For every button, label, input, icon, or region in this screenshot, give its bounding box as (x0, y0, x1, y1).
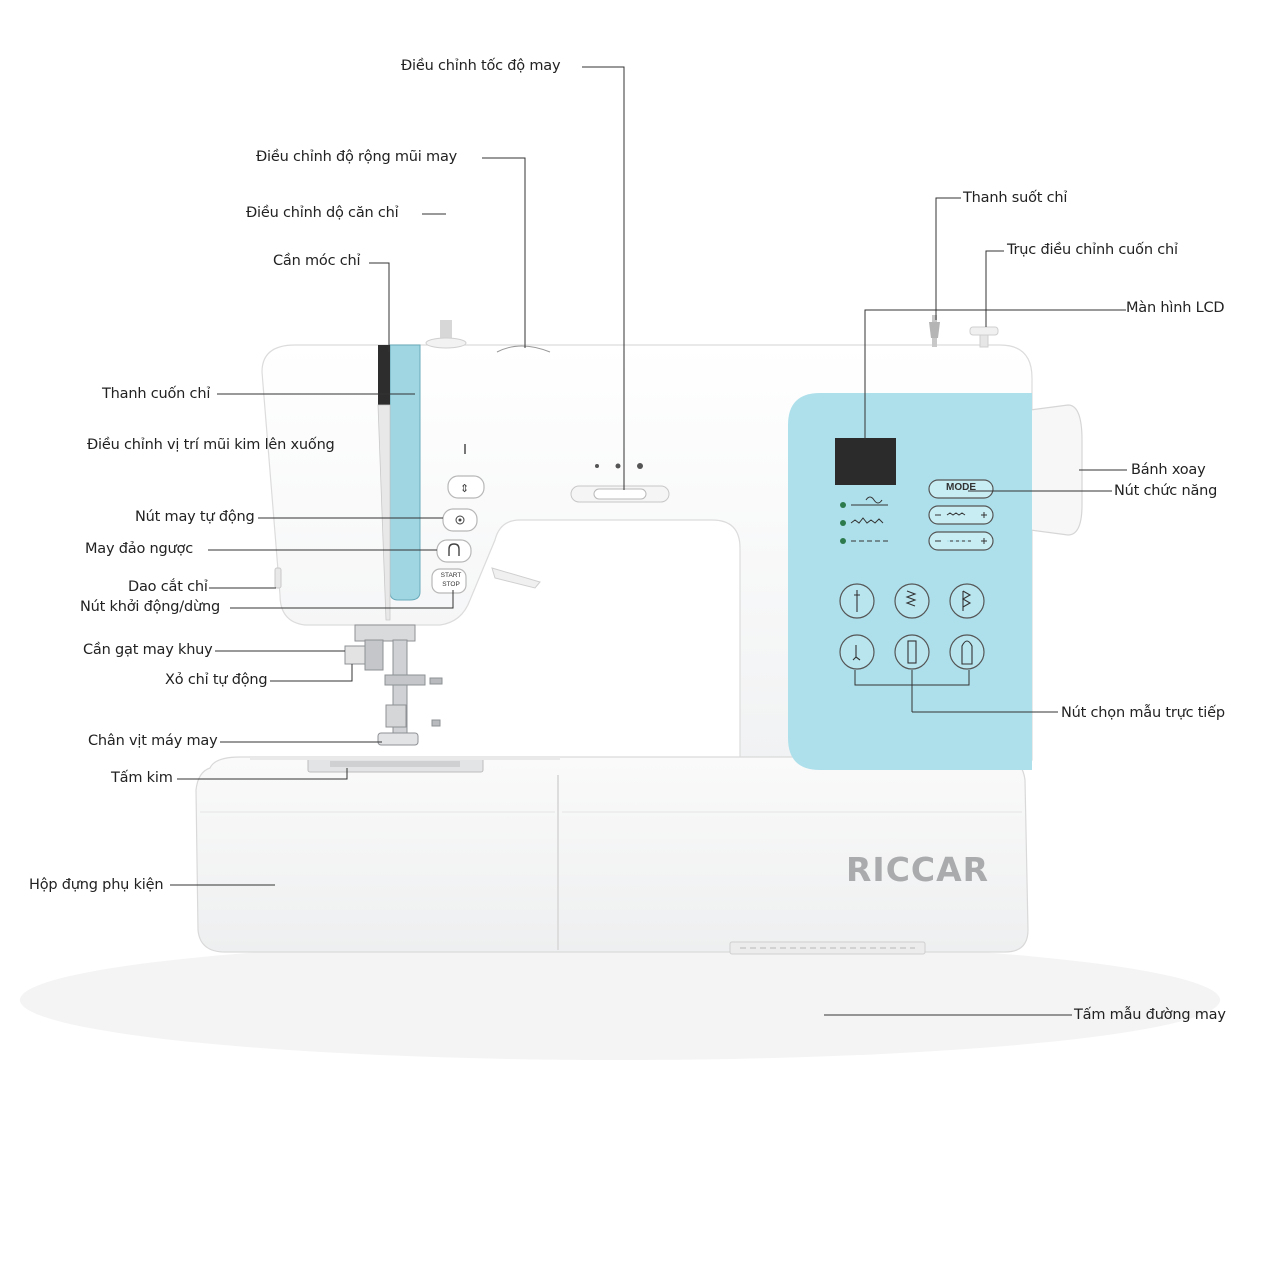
label-function-button: Nút chức năng (1114, 483, 1218, 499)
label-auto-stitch: Nút may tự động (135, 509, 255, 525)
label-bobbin-winder: Trục điều chỉnh cuốn chỉ (1007, 242, 1178, 258)
leader-needle-plate (177, 768, 348, 780)
reverse-button (436, 539, 472, 563)
label-lcd: Màn hình LCD (1126, 300, 1225, 316)
brand-logo: RICCAR (846, 850, 990, 889)
bobbin-winder (969, 326, 999, 348)
leader-stitch-width (482, 157, 526, 348)
pattern-button-4 (839, 634, 875, 670)
control-panel (788, 393, 1032, 770)
machine-base (195, 756, 1029, 953)
label-handwheel: Bánh xoay (1131, 462, 1206, 478)
leader-bobbin-winder (985, 250, 1004, 327)
label-thread-tension: Điều chỉnh dộ căn chỉ (246, 205, 399, 221)
svg-text:⇕: ⇕ (460, 482, 469, 495)
label-thread-take-up: Cần móc chỉ (273, 253, 361, 269)
leader-start-stop (230, 590, 454, 609)
label-thread-cutter: Dao cắt chỉ (128, 579, 208, 595)
floor-shadow (20, 940, 1220, 1060)
label-start-stop: Nút khởi động/dừng (80, 599, 220, 615)
leader-spool-pin (935, 197, 961, 320)
spool-pin (929, 315, 940, 347)
thread-stripe (389, 344, 421, 601)
label-spool-pin: Thanh suốt chỉ (963, 190, 1068, 206)
speed-slider (570, 463, 670, 503)
label-stitch-chart: Tấm mẫu đường may (1074, 1007, 1226, 1023)
presser-foot-assembly (344, 624, 443, 746)
label-buttonhole-lever: Cần gạt may khuy (83, 642, 213, 658)
label-auto-threader: Xỏ chỉ tự động (165, 672, 268, 688)
stitch-chart-plate (729, 941, 926, 955)
label-presser-foot: Chân vịt máy may (88, 733, 218, 749)
needle-up-down-button (447, 475, 485, 499)
leader-threader (270, 664, 353, 682)
pattern-button-6 (949, 634, 985, 670)
mode-button (928, 479, 994, 499)
label-speed: Điều chỉnh tốc độ may (401, 58, 561, 74)
label-needle-position: Điều chỉnh vị trí mũi kim lên xuống (87, 437, 335, 453)
leader-take-up (369, 262, 390, 352)
tension-top (425, 320, 467, 349)
indicator-1 (840, 502, 846, 508)
lcd-screen (835, 438, 896, 485)
handwheel (1029, 404, 1083, 536)
label-thread-guide: Thanh cuốn chỉ (102, 386, 211, 402)
stitch-length-button (928, 505, 994, 525)
label-needle-plate: Tấm kim (111, 770, 173, 786)
label-stitch-width: Điều chỉnh độ rộng mũi may (256, 149, 458, 165)
label-reverse: May đảo ngược (85, 541, 193, 557)
indicator-2 (840, 520, 846, 526)
leader-speed (582, 66, 625, 490)
label-direct-pattern: Nút chọn mẫu trực tiếp (1061, 705, 1225, 721)
start-stop-label: START STOP (436, 571, 466, 589)
mode-button-label: MODE (946, 482, 976, 493)
label-accessory-box: Hộp đựng phụ kiện (29, 877, 164, 893)
start-label: START (440, 572, 462, 579)
start-stop-button (431, 568, 467, 594)
indicator-3 (840, 538, 846, 544)
stop-label: STOP (442, 581, 460, 588)
pattern-button-5 (894, 634, 930, 670)
leader-lcd (864, 309, 1126, 440)
